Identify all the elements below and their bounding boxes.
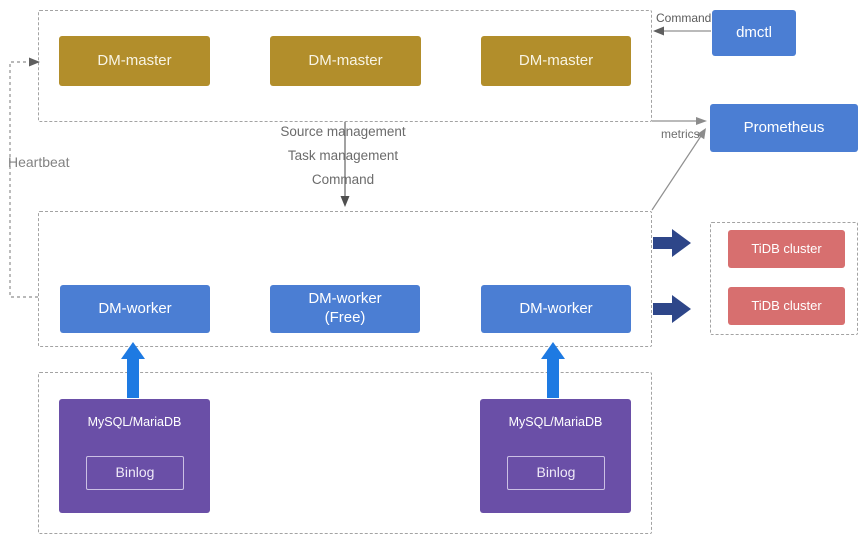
mysql-mariadb-label: MySQL/MariaDB — [87, 415, 182, 429]
dm-worker-node[interactable]: DM-worker — [60, 285, 210, 333]
command-label: Command — [656, 11, 712, 25]
tidb-cluster-label: TiDB cluster — [751, 240, 822, 256]
dm-master-label: DM-master — [518, 51, 594, 69]
dm-master-node[interactable]: DM-master — [59, 36, 210, 86]
tidb-cluster-node[interactable]: TiDB cluster — [728, 287, 845, 325]
binlog-box[interactable]: Binlog — [86, 456, 184, 490]
worker-to-tidb-arrow — [653, 295, 691, 323]
command-arrowhead-icon — [653, 26, 664, 36]
dm-worker-node[interactable]: DM-worker — [481, 285, 631, 333]
tidb-cluster-node[interactable]: TiDB cluster — [728, 230, 845, 268]
binlog-label: Binlog — [536, 464, 576, 481]
dm-worker-label: DM-worker — [519, 299, 593, 317]
metrics-arrowhead-icon — [696, 117, 707, 125]
channel-line: Command — [311, 172, 375, 187]
binlog-box[interactable]: Binlog — [507, 456, 605, 490]
channel-line: Source management — [280, 124, 406, 139]
tidb-cluster-label: TiDB cluster — [751, 297, 822, 313]
dm-master-node[interactable]: DM-master — [270, 36, 421, 86]
master-worker-channel-label: Source management Task management Comman… — [255, 120, 431, 192]
master-to-worker-arrowhead-icon — [340, 196, 350, 207]
dmctl-node[interactable]: dmctl — [712, 10, 796, 56]
upstream-source-group-box — [38, 372, 652, 534]
worker-to-tidb-arrow — [653, 229, 691, 257]
dm-master-label: DM-master — [308, 51, 383, 69]
prometheus-node[interactable]: Prometheus — [710, 104, 858, 152]
dm-master-label: DM-master — [97, 51, 172, 69]
dm-master-node[interactable]: DM-master — [481, 36, 631, 86]
prometheus-label: Prometheus — [743, 118, 825, 136]
mysql-mariadb-label: MySQL/MariaDB — [508, 415, 603, 429]
binlog-label: Binlog — [115, 464, 155, 481]
metrics-label: metrics — [661, 127, 700, 141]
tidb-cluster-group-box — [710, 222, 858, 335]
mysql-mariadb-node[interactable]: MySQL/MariaDB Binlog — [480, 399, 631, 513]
channel-line: Task management — [287, 148, 399, 163]
dm-worker-group-box — [38, 211, 652, 347]
dmctl-label: dmctl — [736, 23, 772, 41]
dm-worker-sublabel: (Free) — [324, 309, 366, 326]
heartbeat-line — [9, 61, 38, 298]
dm-worker-free-node[interactable]: DM-worker (Free) — [270, 285, 420, 333]
dm-worker-label: DM-worker — [308, 290, 382, 308]
heartbeat-label: Heartbeat — [8, 154, 70, 170]
dm-worker-label: DM-worker — [98, 299, 172, 317]
mysql-mariadb-node[interactable]: MySQL/MariaDB Binlog — [59, 399, 210, 513]
metrics-arrow-diagonal — [651, 135, 702, 211]
